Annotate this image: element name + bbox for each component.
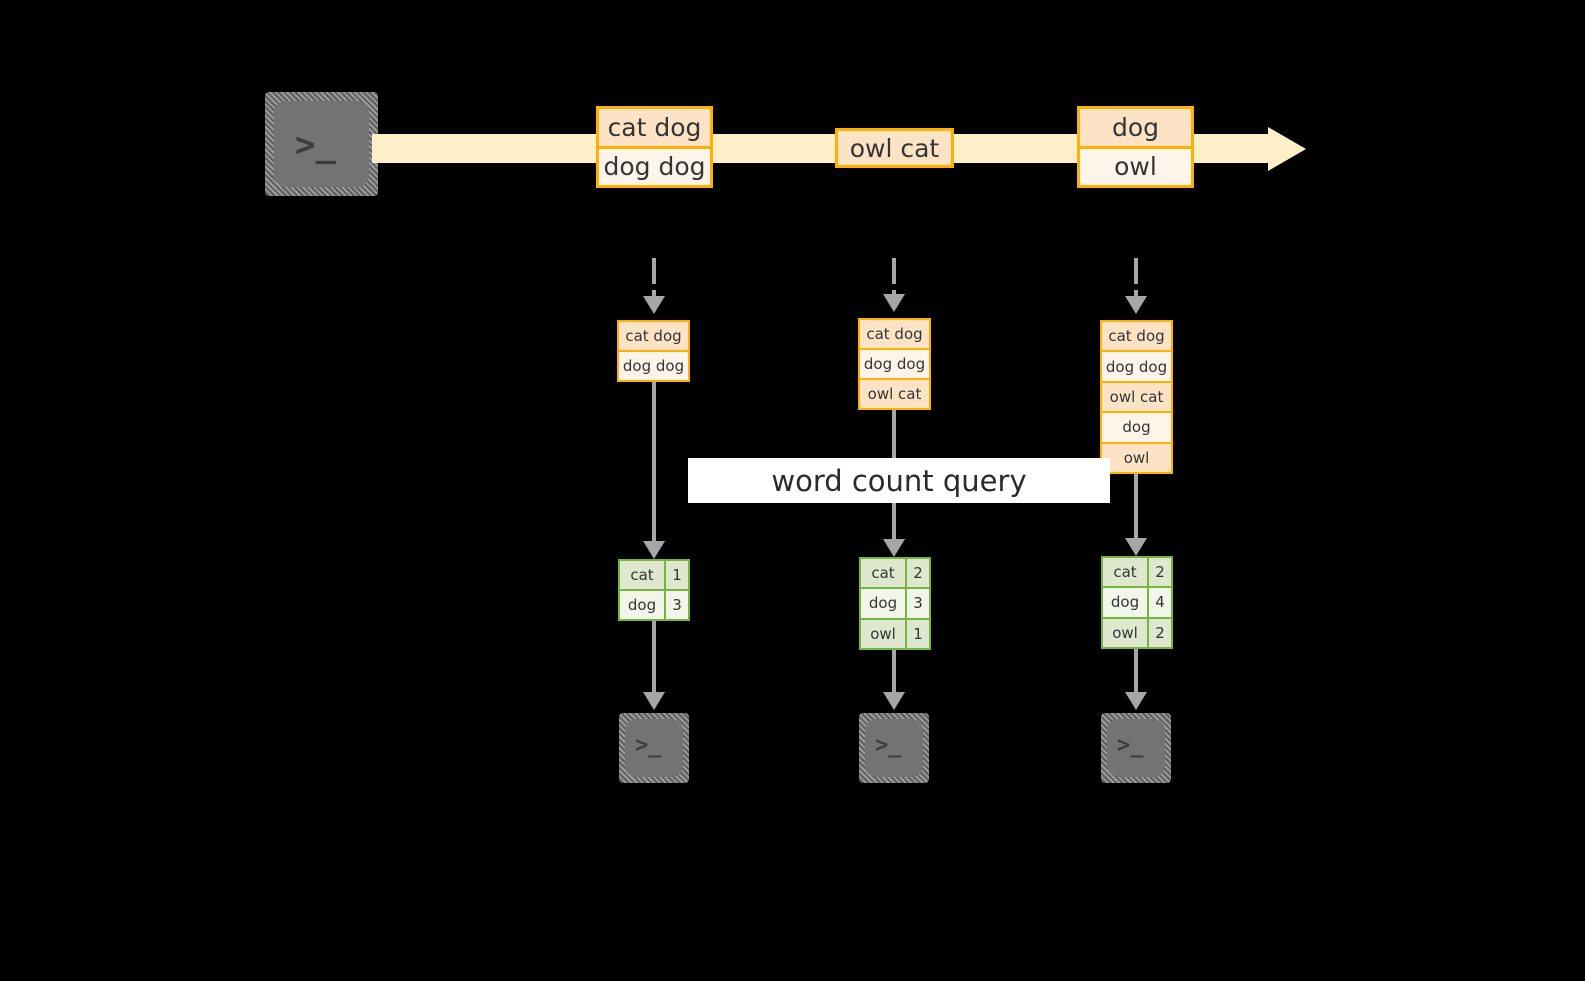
stream-to-snapshot-dash — [1134, 258, 1138, 284]
sink-terminal-icon: >_ — [1101, 713, 1171, 783]
result-to-sink-line — [1134, 649, 1138, 696]
snapshot-line: dog dog — [1102, 350, 1171, 381]
query-label: word count query — [688, 458, 1110, 503]
result-word: dog — [1103, 588, 1147, 617]
snapshot-to-result-arrowhead — [883, 539, 905, 557]
result-word: cat — [620, 561, 664, 589]
result-row: dog 3 — [861, 587, 929, 618]
result-to-sink-arrowhead — [1125, 692, 1147, 710]
result-row: dog 3 — [620, 589, 688, 619]
result-count: 1 — [905, 619, 929, 648]
snapshot-line: owl — [1102, 441, 1171, 473]
stream-record: dog owl — [1077, 106, 1194, 188]
result-row: cat 2 — [1103, 558, 1171, 587]
result-word: dog — [620, 591, 664, 619]
snapshot-line: owl cat — [1102, 380, 1171, 412]
result-word: owl — [1103, 618, 1147, 647]
result-count: 1 — [664, 561, 688, 589]
sink-terminal-icon: >_ — [619, 713, 689, 783]
event-stream-arrowhead — [1268, 127, 1306, 171]
result-word: owl — [861, 619, 905, 648]
result-row: dog 4 — [1103, 586, 1171, 617]
terminal-face — [865, 719, 923, 777]
snapshot-record-box: cat dog dog dog — [617, 320, 690, 382]
snapshot-line: dog dog — [860, 348, 929, 378]
stream-to-snapshot-arrowhead — [883, 294, 905, 312]
snapshot-to-result-line — [1134, 474, 1138, 544]
stream-record-line: dog dog — [599, 145, 710, 185]
source-terminal-icon: >_ — [265, 92, 378, 196]
result-row: owl 2 — [1103, 616, 1171, 647]
result-count: 3 — [905, 589, 929, 618]
result-row: owl 1 — [861, 617, 929, 648]
stream-record-line: dog — [1080, 109, 1191, 146]
result-to-sink-arrowhead — [643, 692, 665, 710]
result-table: cat 2 dog 3 owl 1 — [859, 557, 931, 650]
result-to-sink-line — [892, 650, 896, 696]
stream-record: cat dog dog dog — [596, 106, 713, 188]
stream-to-snapshot-dash — [652, 290, 656, 298]
query-label-text: word count query — [771, 463, 1027, 498]
stream-to-snapshot-arrowhead — [1125, 296, 1147, 314]
result-to-sink-arrowhead — [883, 692, 905, 710]
stream-to-snapshot-dash — [892, 290, 896, 296]
result-table: cat 1 dog 3 — [618, 559, 690, 621]
stream-to-snapshot-dash — [1134, 290, 1138, 298]
stream-record-line: owl — [1080, 145, 1191, 185]
result-count: 2 — [1147, 618, 1171, 647]
result-word: dog — [861, 589, 905, 618]
terminal-face — [274, 101, 369, 187]
snapshot-record-box: cat dog dog dog owl cat — [858, 318, 931, 410]
snapshot-line: owl cat — [860, 378, 929, 408]
snapshot-to-result-arrowhead — [1125, 538, 1147, 556]
terminal-prompt-glyph: >_ — [635, 733, 662, 758]
snapshot-record-box: cat dog dog dog owl cat dog owl — [1100, 320, 1173, 474]
terminal-prompt-glyph: >_ — [875, 733, 902, 758]
result-table: cat 2 dog 4 owl 2 — [1101, 556, 1173, 649]
snapshot-line: dog — [1102, 411, 1171, 442]
stream-record-line: cat dog — [599, 109, 710, 146]
stream-to-snapshot-dash — [652, 258, 656, 284]
snapshot-to-result-line — [652, 382, 656, 547]
result-row: cat 1 — [620, 561, 688, 589]
result-word: cat — [1103, 558, 1147, 587]
terminal-face — [625, 719, 683, 777]
stream-record: owl cat — [835, 128, 954, 168]
stream-record-line: owl cat — [838, 131, 951, 165]
terminal-prompt-glyph: >_ — [1117, 733, 1144, 758]
result-count: 4 — [1147, 588, 1171, 617]
stream-to-snapshot-arrowhead — [643, 296, 665, 314]
result-count: 2 — [1147, 558, 1171, 587]
result-to-sink-line — [652, 621, 656, 696]
result-count: 2 — [905, 559, 929, 588]
sink-terminal-icon: >_ — [859, 713, 929, 783]
result-row: cat 2 — [861, 559, 929, 588]
result-count: 3 — [664, 591, 688, 619]
snapshot-line: cat dog — [1102, 322, 1171, 351]
snapshot-line: cat dog — [860, 320, 929, 348]
snapshot-line: dog dog — [619, 350, 688, 380]
stream-to-snapshot-dash — [892, 258, 896, 284]
result-word: cat — [861, 559, 905, 588]
snapshot-to-result-arrowhead — [643, 541, 665, 559]
snapshot-line: cat dog — [619, 322, 688, 350]
terminal-prompt-glyph: >_ — [295, 125, 336, 165]
terminal-face — [1107, 719, 1165, 777]
